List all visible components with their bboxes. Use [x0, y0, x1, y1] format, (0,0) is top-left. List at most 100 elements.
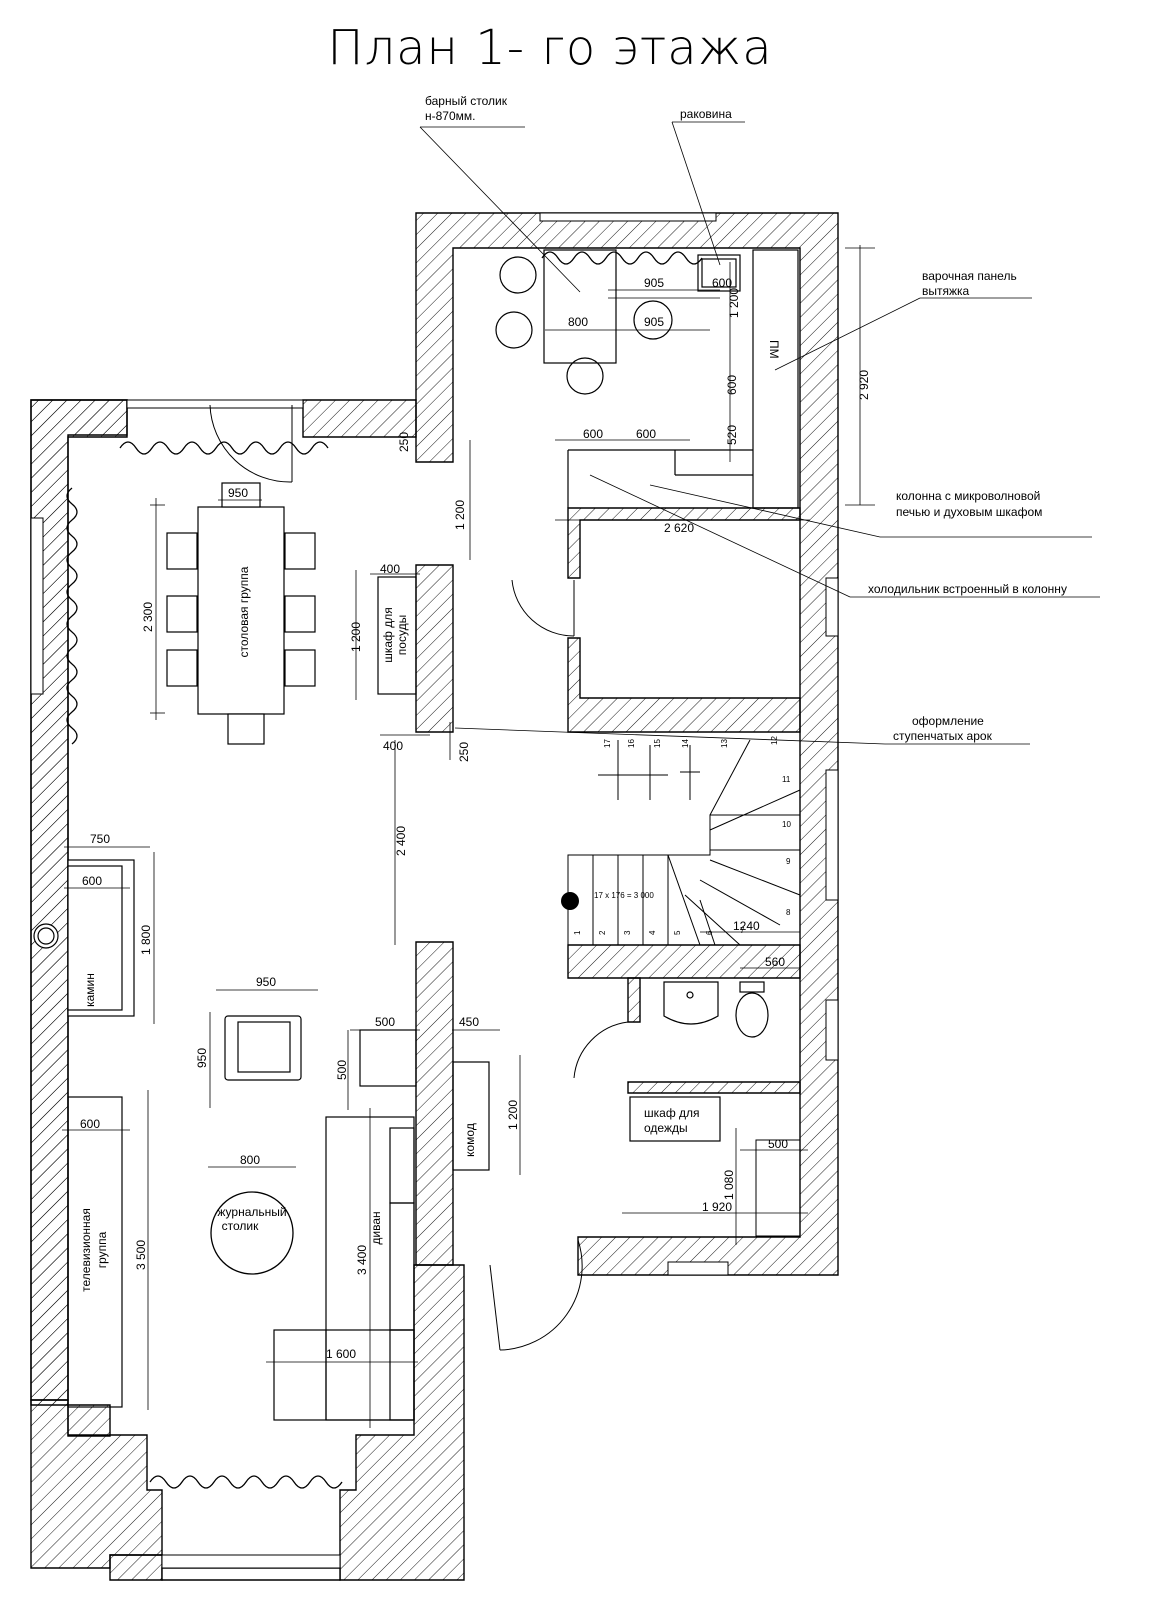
svg-text:11: 11	[782, 775, 791, 784]
callout-leaders	[419, 121, 1100, 745]
svg-text:8: 8	[786, 908, 791, 917]
svg-text:6: 6	[705, 930, 714, 935]
dim-400-b: 400	[383, 739, 403, 753]
bathroom-fixtures	[663, 981, 769, 1038]
dim-600-d: 600	[82, 874, 102, 888]
dim-1200-a: 1 200	[453, 500, 467, 530]
windows	[30, 212, 839, 1569]
dim-1200-c: 1 200	[506, 1100, 520, 1130]
wardrobe	[629, 1096, 721, 1142]
dim-2400: 2 400	[394, 826, 408, 856]
dresser	[452, 1061, 490, 1171]
dim-600-k: 600	[725, 375, 739, 395]
callout-arches-2: ступенчатых арок	[893, 729, 993, 743]
stair-formula: 17 x 176 = 3 000	[594, 891, 654, 900]
dim-1200-b: 1 200	[349, 622, 363, 652]
wardrobe-label-1: шкаф для	[644, 1106, 700, 1120]
svg-text:7: 7	[740, 926, 745, 935]
dim-560: 560	[765, 955, 785, 969]
dim-950-c: 950	[195, 1048, 209, 1068]
svg-text:4: 4	[648, 930, 657, 935]
dining-set	[166, 482, 316, 745]
svg-text:14: 14	[681, 739, 690, 748]
dim-3400: 3 400	[355, 1245, 369, 1275]
dim-905-b: 905	[644, 315, 664, 329]
dim-1080: 1 080	[722, 1170, 736, 1200]
dining-group-label: столовая группа	[237, 566, 251, 657]
dim-1200-k: 1 200	[727, 288, 741, 318]
dish-cabinet	[377, 576, 417, 695]
curtains	[66, 251, 703, 1489]
tv-group-label-2: группа	[95, 1231, 109, 1268]
stair-numbers: 1 2 3 4 5 6 7 8 9 10 11 12 13 14 15 16 1…	[573, 736, 791, 935]
svg-text:15: 15	[653, 739, 662, 748]
fireplace	[33, 859, 135, 1017]
svg-text:10: 10	[782, 820, 791, 829]
staircase	[567, 739, 801, 946]
callout-bar-table-1: барный столик	[425, 94, 508, 108]
dim-950-b: 950	[256, 975, 276, 989]
dim-520: 520	[725, 425, 739, 445]
doors	[209, 404, 629, 1351]
svg-text:1: 1	[573, 930, 582, 935]
kitchen-furniture	[495, 249, 799, 509]
dim-1600: 1 600	[326, 1347, 356, 1361]
dim-1920: 1 920	[702, 1200, 732, 1214]
dim-250-a: 250	[397, 432, 411, 452]
exterior-walls	[30, 212, 839, 1581]
tv-group-label-1: телевизионная	[79, 1208, 93, 1292]
callout-bar-table-2: н-870мм.	[425, 109, 475, 123]
callout-hob-1: варочная панель	[922, 269, 1017, 283]
dim-450: 450	[459, 1015, 479, 1029]
dim-600-a: 600	[712, 276, 732, 290]
sofa	[273, 1116, 415, 1421]
svg-text:5: 5	[673, 930, 682, 935]
dimension-labels: 905 600 800 905 1 200 600 520 2 920 600 …	[80, 276, 871, 1361]
callout-sink: раковина	[680, 107, 732, 121]
dim-750: 750	[90, 832, 110, 846]
coffee-table-label-1: журнальный	[217, 1205, 286, 1219]
dresser-label: комод	[463, 1123, 477, 1157]
svg-text:16: 16	[627, 739, 636, 748]
pm-label: ПМ	[767, 340, 781, 359]
fireplace-label: камин	[83, 973, 97, 1007]
dim-600-c: 600	[636, 427, 656, 441]
callout-fridge: холодильник встроенный в колонну	[868, 582, 1067, 596]
dish-cabinet-label-1: шкаф для	[381, 607, 395, 663]
wardrobe-label-2: одежды	[644, 1121, 688, 1135]
callout-arches-1: оформление	[912, 714, 984, 728]
dim-3500: 3 500	[134, 1240, 148, 1270]
tv-stand	[67, 1096, 123, 1408]
svg-text:17: 17	[603, 739, 612, 748]
coffee-table-label-2: столик	[222, 1219, 259, 1233]
svg-text:13: 13	[720, 739, 729, 748]
coffee-table	[210, 1191, 294, 1275]
callout-oven-column-1: колонна с микроволновой	[896, 489, 1040, 503]
dim-600-b: 600	[583, 427, 603, 441]
dim-950-a: 950	[228, 486, 248, 500]
callout-hob-2: вытяжка	[922, 284, 970, 298]
dim-2300: 2 300	[141, 602, 155, 632]
page-title: План 1- го этажа	[327, 20, 773, 76]
dim-600-e: 600	[80, 1117, 100, 1131]
shoe-cabinet	[755, 1139, 801, 1237]
dim-2620: 2 620	[664, 521, 694, 535]
dish-cabinet-label-2: посуды	[395, 615, 409, 655]
dim-1800: 1 800	[139, 925, 153, 955]
svg-text:2: 2	[598, 930, 607, 935]
stair-start-marker	[561, 892, 579, 910]
dim-500-c: 500	[768, 1137, 788, 1151]
svg-text:9: 9	[786, 857, 791, 866]
dim-1240: 1240	[733, 919, 760, 933]
dim-800-a: 800	[568, 315, 588, 329]
dim-800-b: 800	[240, 1153, 260, 1167]
svg-text:3: 3	[623, 930, 632, 935]
dim-250-b: 250	[457, 742, 471, 762]
dim-400-a: 400	[380, 562, 400, 576]
dim-905-a: 905	[644, 276, 664, 290]
callout-oven-column-2: печью и духовым шкафом	[896, 505, 1042, 519]
dim-2920: 2 920	[857, 370, 871, 400]
dim-500-b: 500	[335, 1060, 349, 1080]
dim-500-a: 500	[375, 1015, 395, 1029]
